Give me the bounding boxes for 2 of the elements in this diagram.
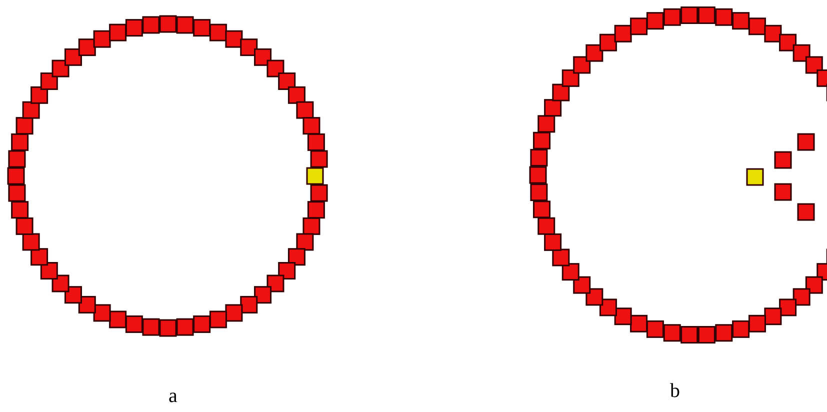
panel-label: a xyxy=(168,385,178,408)
panel-label: b xyxy=(670,380,680,403)
